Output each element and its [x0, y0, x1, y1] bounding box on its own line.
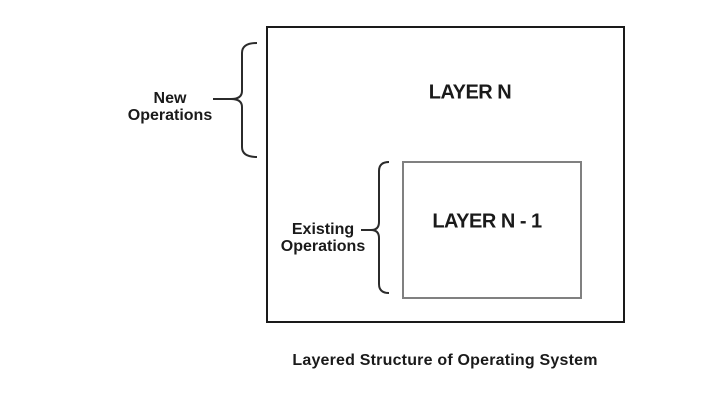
- layer-n-1-label: LAYER N - 1: [432, 210, 542, 233]
- new-operations-label-line2: Operations: [127, 107, 213, 124]
- diagram-caption: Layered Structure of Operating System: [292, 352, 598, 369]
- layer-n-1-box: [402, 161, 582, 299]
- existing-operations-label: Existing Operations: [281, 221, 365, 255]
- new-operations-label-line1: New: [153, 90, 187, 107]
- existing-operations-label-line1: Existing: [291, 221, 355, 238]
- layer-n-label: LAYER N: [428, 81, 512, 104]
- new-operations-label: New Operations: [128, 90, 212, 124]
- new-operations-brace: [230, 42, 258, 158]
- existing-operations-label-line2: Operations: [280, 238, 366, 255]
